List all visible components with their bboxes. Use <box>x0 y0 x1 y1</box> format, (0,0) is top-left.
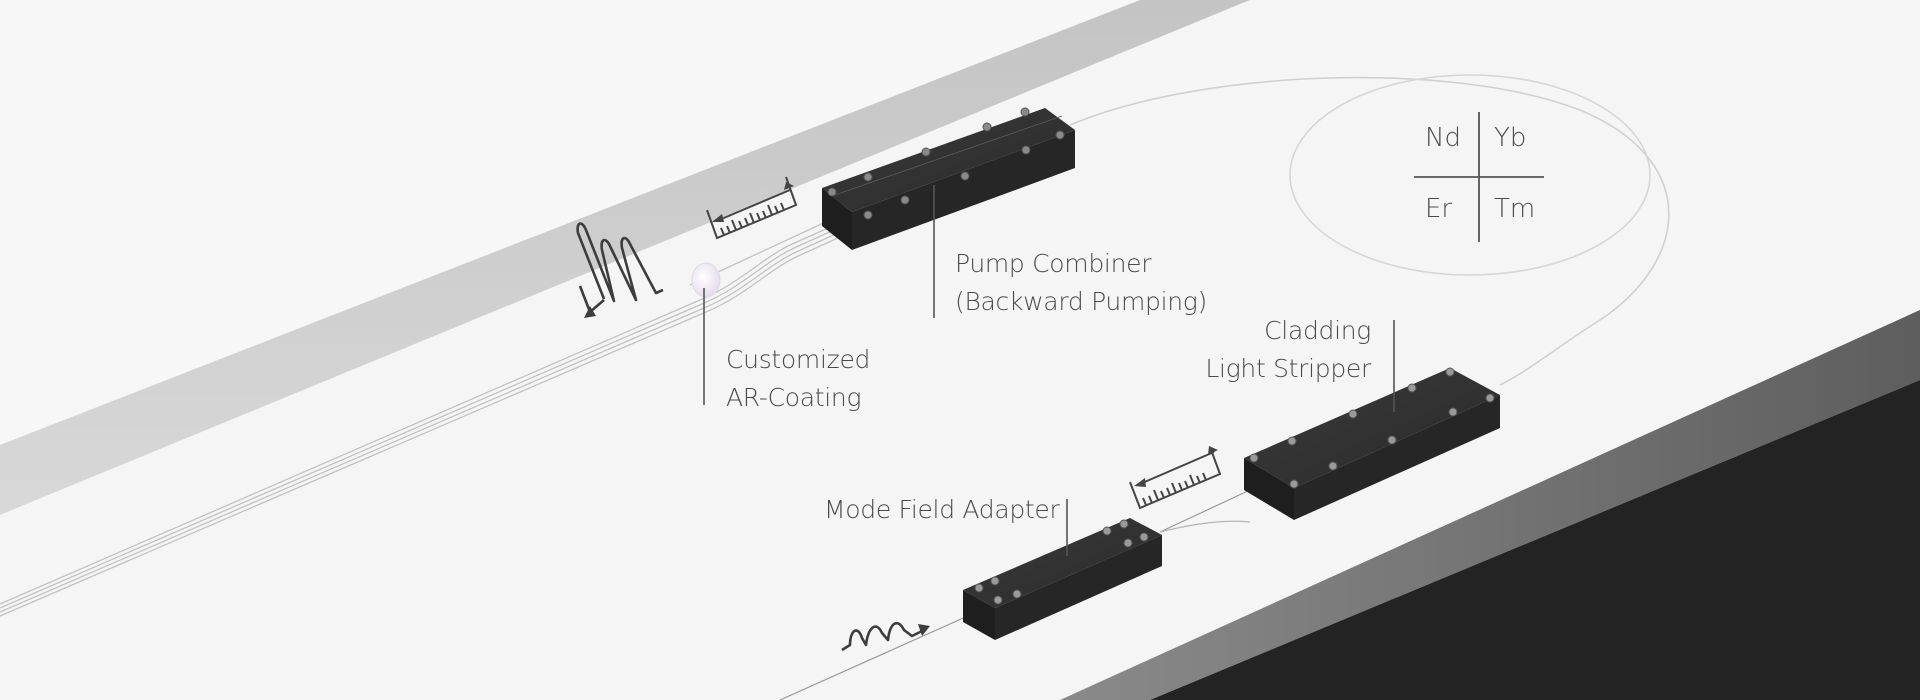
label-mode-field-adapter: Mode Field Adapter <box>824 491 1060 529</box>
cladding-light-stripper-module[interactable] <box>1244 367 1500 520</box>
dopant-tm: Tm <box>1494 194 1536 224</box>
label-line: (Backward Pumping) <box>955 287 1207 316</box>
fiber-loop <box>1069 74 1670 386</box>
leader-lines <box>703 185 1395 556</box>
pulse-input-icon <box>841 621 930 652</box>
length-ruler-icon <box>1129 446 1222 510</box>
length-ruler-icon <box>706 176 798 240</box>
fiber-bundle <box>0 219 841 617</box>
pump-combiner-module[interactable] <box>822 107 1075 250</box>
floor <box>1150 380 1920 700</box>
dopant-yb: Yb <box>1494 123 1527 153</box>
dopant-er: Er <box>1425 194 1453 224</box>
fiber-lower <box>779 489 1251 700</box>
label-cladding-light-stripper: Cladding Light Stripper <box>1205 312 1371 388</box>
label-line: AR-Coating <box>726 383 862 412</box>
mode-field-adapter-module[interactable] <box>963 518 1162 640</box>
label-line: Light Stripper <box>1205 354 1371 383</box>
table-edge <box>1060 310 1920 700</box>
label-line: Cladding <box>1264 316 1371 345</box>
label-line: Pump Combiner <box>955 249 1152 278</box>
dopant-nd: Nd <box>1425 123 1461 153</box>
pulse-output-icon <box>576 222 664 318</box>
label-ar-coating: Customized AR-Coating <box>726 341 870 417</box>
label-pump-combiner: Pump Combiner (Backward Pumping) <box>955 245 1207 321</box>
label-line: Customized <box>726 345 871 374</box>
label-line: Mode Field Adapter <box>824 495 1060 524</box>
ar-coating-lens[interactable] <box>691 262 721 298</box>
dopant-grid-lines <box>1414 112 1544 242</box>
